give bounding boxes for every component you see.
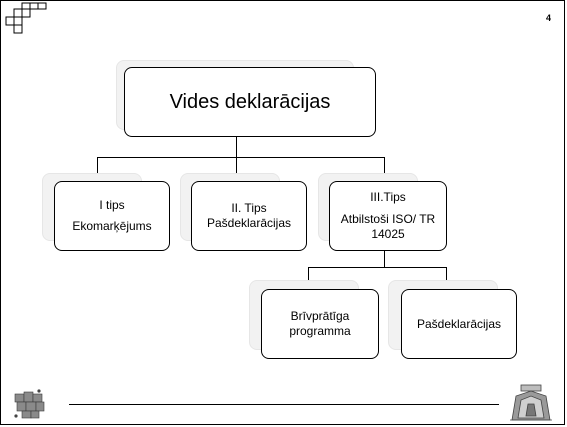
rtu-vassi-logo-icon xyxy=(14,389,45,419)
type-subtitle: Ekomarķējums xyxy=(72,219,152,233)
root-label: Vides deklarācijas xyxy=(169,90,331,113)
type-subtitle: Atbilstoši ISO/ TR 14025 xyxy=(340,212,436,241)
connector xyxy=(97,157,98,181)
subtype-node: Pašdeklarācijas xyxy=(401,289,517,359)
subtype-node: Brīvprātīga programma xyxy=(261,289,379,359)
type-node: I tips Ekomarķējums xyxy=(54,181,170,251)
page-number: 4 xyxy=(545,13,551,23)
corner-grid-icon xyxy=(5,2,47,34)
footer-divider xyxy=(69,404,499,405)
connector xyxy=(384,251,385,267)
connector xyxy=(308,267,447,268)
connector xyxy=(446,267,447,289)
subtype-label: Pašdeklarācijas xyxy=(416,316,502,331)
connector xyxy=(236,137,237,157)
subtype-label: Brīvprātīga programma xyxy=(289,309,351,338)
type-subtitle: Pašdeklarācijas xyxy=(206,216,292,230)
connector xyxy=(236,157,237,181)
connector xyxy=(97,157,384,158)
type-node: III.Tips Atbilstoši ISO/ TR 14025 xyxy=(329,181,447,251)
type-title: I tips xyxy=(99,198,125,212)
connector xyxy=(308,267,309,289)
type-title: III.Tips xyxy=(370,190,406,204)
type-node: II. Tips Pašdeklarācijas xyxy=(191,181,307,251)
connector xyxy=(384,157,385,181)
type-title: II. Tips xyxy=(231,201,267,215)
lu-emblem-icon xyxy=(510,384,552,421)
root-node: Vides deklarācijas xyxy=(124,67,376,137)
